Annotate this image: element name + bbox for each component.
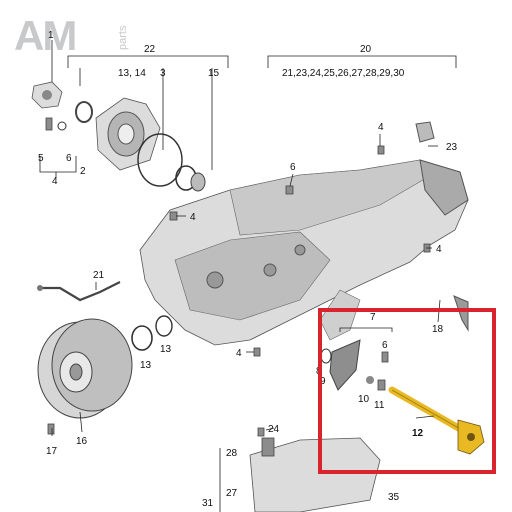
small-bolts-5-6	[39, 117, 77, 178]
callout-4-left: 4	[52, 176, 58, 187]
callout-17: 17	[46, 446, 58, 457]
callout-13-left: 13	[140, 360, 152, 371]
callout-6-left: 6	[66, 153, 72, 164]
callout-24: 24	[268, 424, 280, 435]
valve-body-part	[219, 437, 381, 512]
callout-9: 9	[320, 376, 326, 387]
callout-20: 20	[360, 44, 372, 55]
o-ring-part-13	[131, 315, 173, 351]
callout-12: 12	[412, 428, 424, 439]
callout-16: 16	[76, 436, 88, 447]
bracket-group-20	[267, 55, 457, 68]
callout-20-range: 21,23,24,25,26,27,28,29,30	[282, 68, 405, 79]
leader-lines	[51, 40, 441, 436]
callout-21: 21	[93, 270, 105, 281]
callout-4-housing: 4	[190, 212, 196, 223]
callout-11: 11	[374, 400, 385, 411]
drive-plate-part-16	[37, 318, 133, 419]
callout-4-right: 4	[436, 244, 442, 255]
transmission-housing	[139, 159, 469, 346]
callout-35: 35	[388, 492, 400, 503]
flange-part-1	[31, 64, 63, 109]
callout-15: 15	[208, 68, 220, 79]
o-ring-part-15	[175, 165, 206, 192]
callout-10: 10	[358, 394, 370, 405]
o-ring-part-3	[137, 133, 183, 187]
callout-4-bottom: 4	[236, 348, 242, 359]
small-parts-8-9-10-11	[320, 327, 393, 391]
callout-3: 3	[160, 68, 166, 79]
callout-23: 23	[446, 142, 458, 153]
callout-13-14: 13, 14	[118, 68, 146, 79]
seal-ring-part	[75, 101, 93, 123]
callout-22: 22	[144, 44, 156, 55]
highlight-frame	[318, 308, 496, 474]
callout-18: 18	[432, 324, 444, 335]
output-shaft-part-12	[388, 386, 485, 455]
logo-text: AM	[14, 12, 75, 59]
logo-subtext: parts	[117, 25, 129, 50]
callout-2: 2	[80, 166, 86, 177]
callout-6-mid: 6	[290, 162, 296, 173]
callout-28: 28	[226, 448, 238, 459]
callout-13-right: 13	[160, 344, 172, 355]
callout-6-small: 6	[382, 340, 388, 351]
callout-27: 27	[226, 488, 238, 499]
callout-31: 31	[202, 498, 214, 509]
bracket-group-22	[67, 55, 229, 170]
am-parts-logo: AM parts	[14, 12, 129, 59]
oil-line-part-21	[37, 281, 121, 302]
callout-1: 1	[48, 30, 54, 41]
adapter-housing-part	[95, 97, 161, 171]
callout-5: 5	[38, 153, 44, 164]
callout-7: 7	[370, 312, 376, 323]
callout-4-top: 4	[378, 122, 384, 133]
callout-labels: 1 22 13, 14 3 15 20 21,23,24,25,26,27,28…	[38, 30, 458, 509]
